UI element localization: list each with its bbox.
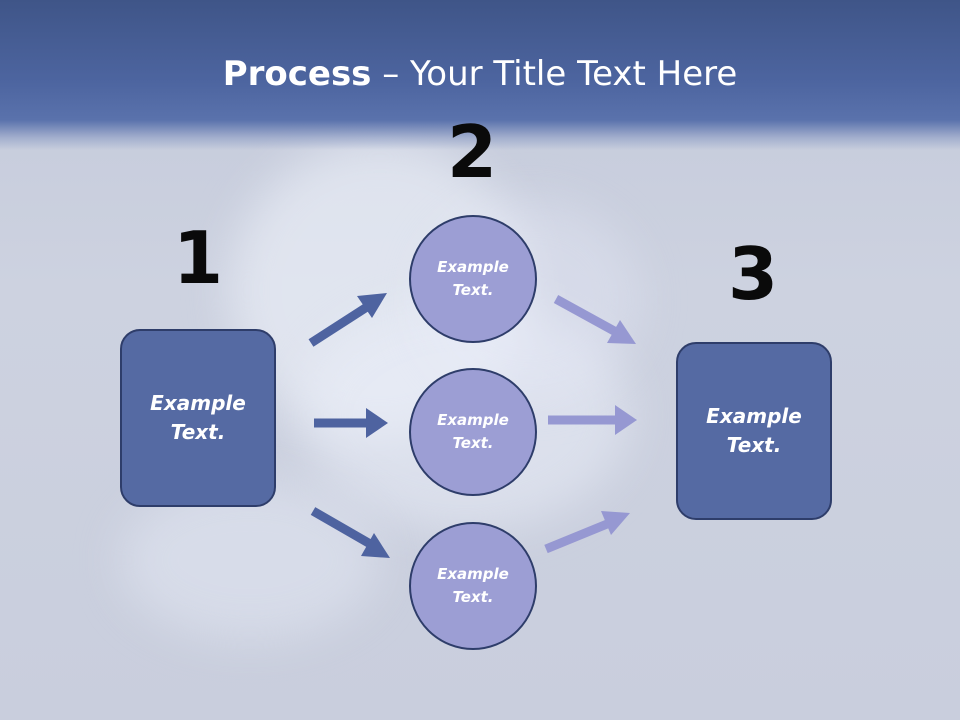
step-3-label: Example Text. (706, 404, 802, 457)
title-band (0, 0, 960, 150)
step-3-box[interactable]: Example Text. (676, 342, 832, 520)
step-1-box[interactable]: Example Text. (120, 329, 276, 507)
arrow-left-middle (314, 408, 388, 438)
title-rest: – Your Title Text Here (371, 54, 738, 94)
arrow-right-down (544, 511, 630, 554)
step-number-1: 1 (172, 216, 224, 300)
step-1-label: Example Text. (150, 391, 246, 444)
step-number-3: 3 (727, 232, 779, 316)
step-2-circle-top[interactable]: Example Text. (409, 215, 537, 343)
title-bold: Process (222, 54, 372, 94)
step-number-2: 2 (446, 110, 498, 194)
circle-middle-label: Example Text. (437, 411, 509, 452)
arrow-right-middle (548, 405, 637, 435)
circle-top-label: Example Text. (437, 258, 509, 299)
arrow-left-up (308, 293, 387, 347)
slide-title[interactable]: Process – Your Title Text Here (0, 52, 960, 96)
step-2-circle-middle[interactable]: Example Text. (409, 368, 537, 496)
arrow-right-up (553, 295, 636, 344)
arrow-left-down (310, 507, 390, 558)
circle-bottom-label: Example Text. (437, 565, 509, 606)
step-2-circle-bottom[interactable]: Example Text. (409, 522, 537, 650)
